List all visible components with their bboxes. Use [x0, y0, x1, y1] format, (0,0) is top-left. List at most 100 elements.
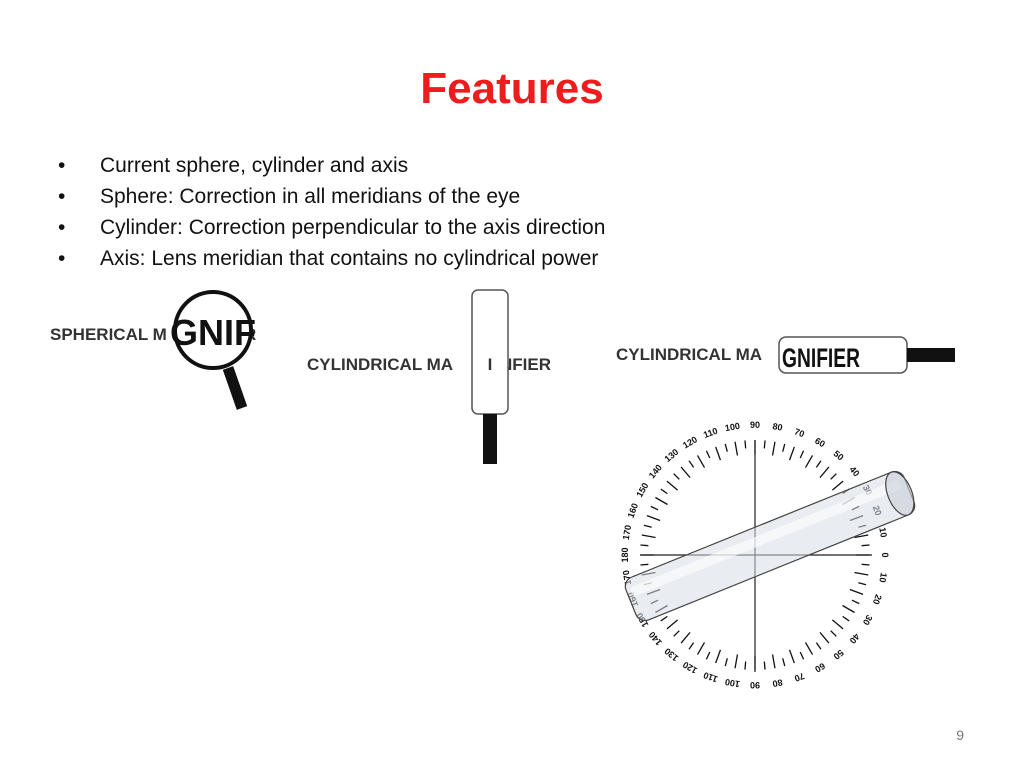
bullet-dot: •: [58, 216, 66, 239]
spherical-magnifier-illustration: SPHERICAL M R GNIF: [50, 290, 256, 410]
axis-dial-diagram: 0102030405060708090100110120130140150160…: [620, 420, 916, 690]
dial-degree-label: 50: [832, 448, 846, 462]
magnifier-handle-icon: [222, 366, 248, 410]
dial-tick: [680, 466, 691, 479]
dial-tick: [782, 658, 786, 667]
bullet-item: • Sphere: Correction in all meridians of …: [58, 181, 605, 212]
dial-tick: [715, 446, 722, 461]
dial-tick: [858, 582, 867, 586]
svg-text:I: I: [488, 355, 493, 374]
dial-tick: [641, 534, 656, 539]
dial-tick: [715, 649, 722, 664]
magnifier-lens-icon: [173, 290, 253, 370]
dial-degree-label: 10: [877, 572, 889, 584]
dial-tick: [650, 505, 659, 511]
dial-tick: [854, 571, 869, 576]
dial-tick: [849, 588, 864, 595]
dial-tick: [724, 658, 728, 667]
cylindrical-vertical-illustration: CYLINDRICAL MA NFIER I: [307, 289, 551, 464]
dial-tick: [673, 630, 680, 637]
dial-tick: [830, 630, 837, 637]
cylinder-lens-icon: [471, 289, 509, 415]
dial-tick: [831, 619, 844, 630]
dial-tick: [804, 455, 814, 468]
horizontal-cylinder-handle-icon: [907, 348, 955, 362]
bullet-item: •Cylinder: Correction perpendicular to t…: [58, 212, 605, 243]
cyl-horizontal-magnified-text: GNIFIER: [782, 343, 860, 373]
dial-tick: [763, 661, 766, 670]
dial-tick: [688, 642, 695, 650]
dial-tick: [705, 651, 711, 660]
dial-tick: [819, 631, 830, 644]
dial-tick: [799, 651, 805, 660]
dial-tick: [815, 642, 822, 650]
dial-degree-label: 130: [662, 646, 680, 663]
dial-tick: [819, 466, 830, 479]
dial-degree-label: 10: [877, 527, 889, 539]
dial-degree-label: 100: [724, 677, 741, 689]
dial-degree-label: 40: [848, 632, 862, 646]
dial-tick: [842, 604, 855, 614]
dial-tick: [673, 473, 680, 480]
dial-degree-label: 120: [681, 659, 699, 675]
dial-tick: [640, 544, 649, 547]
dial-degree-label: 160: [626, 502, 641, 520]
cylinder-handle-icon: [483, 414, 497, 464]
dial-tick: [804, 642, 814, 655]
dial-degree-label: 150: [634, 481, 650, 499]
cyl-horizontal-label-left: CYLINDRICAL MA: [616, 345, 762, 364]
feature-list: • Current sphere, cylinder and axis • Sphe…: [58, 150, 605, 274]
dial-tick: [788, 649, 795, 664]
dial-tick: [660, 488, 668, 495]
bullet-dot: •: [58, 185, 66, 208]
dial-tick: [724, 443, 728, 452]
cyl-vertical-label-right: NFIER: [500, 355, 551, 374]
dial-tick: [861, 544, 870, 547]
dial-tick: [734, 441, 739, 456]
dial-degree-label: 20: [871, 593, 884, 606]
dial-tick: [640, 563, 649, 566]
dial-tick: [655, 496, 668, 506]
spherical-magnified-text: GNIF: [170, 312, 256, 353]
bullet-item: • Current sphere, cylinder and axis: [58, 150, 605, 181]
dial-tick: [831, 480, 844, 491]
dial-degree-label: 100: [724, 421, 741, 433]
dial-tick: [782, 443, 786, 452]
bullet-text: Sphere: Correction in all meridians of t…: [100, 185, 521, 208]
dial-tick: [763, 440, 766, 449]
dial-tick: [861, 563, 870, 566]
dial-degree-label: 180: [620, 547, 630, 562]
dial-tick: [705, 450, 711, 459]
dial-tick: [696, 455, 706, 468]
dial-degree-label: 110: [702, 426, 719, 440]
dial-tick: [744, 661, 747, 670]
cyl-vertical-label-left: CYLINDRICAL MA: [307, 355, 453, 374]
dial-degree-label: 0: [880, 552, 890, 557]
cylinder-lens-overlay: [624, 470, 916, 622]
bullet-dot: •: [58, 247, 66, 270]
bullet-dot: •: [58, 154, 66, 177]
dial-tick: [771, 441, 776, 456]
dial-degree-label: 60: [813, 661, 827, 675]
dial-tick: [666, 480, 679, 491]
dial-degree-label: 130: [662, 447, 680, 464]
dial-tick: [799, 450, 805, 459]
dial-degree-label: 140: [647, 630, 664, 648]
dial-degree-label: 140: [647, 462, 664, 480]
dial-tick: [744, 440, 747, 449]
dial-tick: [771, 654, 776, 669]
dial-degree-label: 30: [861, 613, 875, 627]
dial-tick: [734, 654, 739, 669]
dial-tick: [688, 460, 695, 468]
dial-degree-label: 40: [848, 464, 862, 478]
dial-tick: [815, 460, 822, 468]
page-number: 9: [956, 727, 964, 743]
bullet-text: Current sphere, cylinder and axis: [100, 154, 409, 177]
dial-tick: [660, 615, 668, 622]
dial-tick: [830, 473, 837, 480]
spherical-label-left: SPHERICAL M: [50, 325, 167, 344]
slide-title: Features: [420, 64, 604, 113]
bullet-text: Axis: Lens meridian that contains no cyl…: [100, 247, 599, 270]
dial-tick: [788, 446, 795, 461]
dial-degree-label: 80: [772, 421, 784, 433]
